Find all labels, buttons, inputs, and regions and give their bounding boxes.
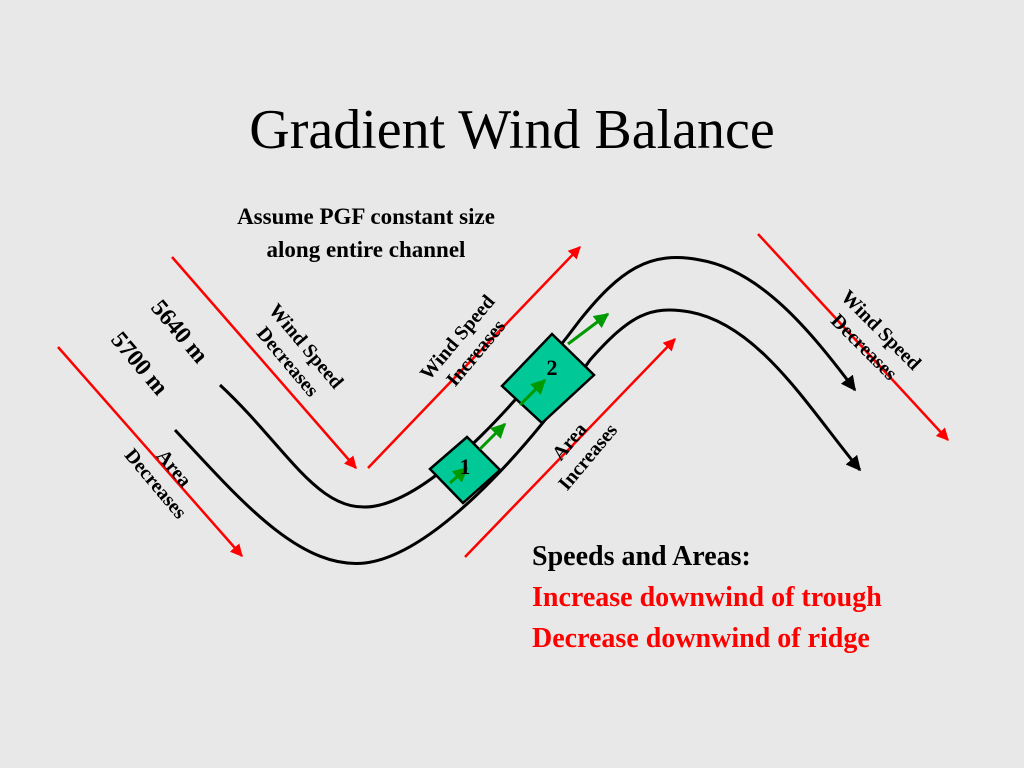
assumption-text: Assume PGF constant size along entire ch… (166, 200, 566, 266)
parcel-1-label: 1 (460, 454, 471, 479)
right-wind-label: Wind Speed Decreases (826, 286, 925, 385)
parcel-1-velocity-arrow (478, 422, 507, 451)
left-area-label: Area Decreases (120, 445, 196, 524)
left-wind-label: Wind Speed Decreases (252, 300, 348, 402)
summary-line-1: Increase downwind of trough (532, 582, 882, 613)
mid-wind-arrow (367, 246, 581, 469)
summary-heading: Speeds and Areas: (532, 541, 751, 572)
parcel-2-label: 2 (547, 355, 558, 380)
contour-5640-line (218, 256, 857, 509)
mid-wind-label: Wind Speed Increases (416, 291, 510, 391)
mid-area-arrow (464, 338, 676, 558)
assumption-line-2: along entire channel (266, 237, 466, 262)
right-wind-arrow (757, 233, 949, 441)
summary-block: Speeds and Areas: Increase downwind of t… (532, 536, 882, 659)
slide-title: Gradient Wind Balance (249, 99, 775, 161)
assumption-line-1: Assume PGF constant size (237, 204, 495, 229)
parcel-2-velocity-arrow (567, 312, 610, 346)
contour-5640-label: 5640 m (145, 295, 212, 368)
left-area-arrow (57, 346, 243, 557)
parcel-2-velocity-arrow-small (518, 378, 547, 407)
contour-5700-label: 5700 m (105, 327, 172, 400)
summary-line-2: Decrease downwind of ridge (532, 623, 870, 654)
left-wind-arrow (171, 256, 357, 469)
parcel-1-velocity-arrow-small (449, 466, 469, 485)
